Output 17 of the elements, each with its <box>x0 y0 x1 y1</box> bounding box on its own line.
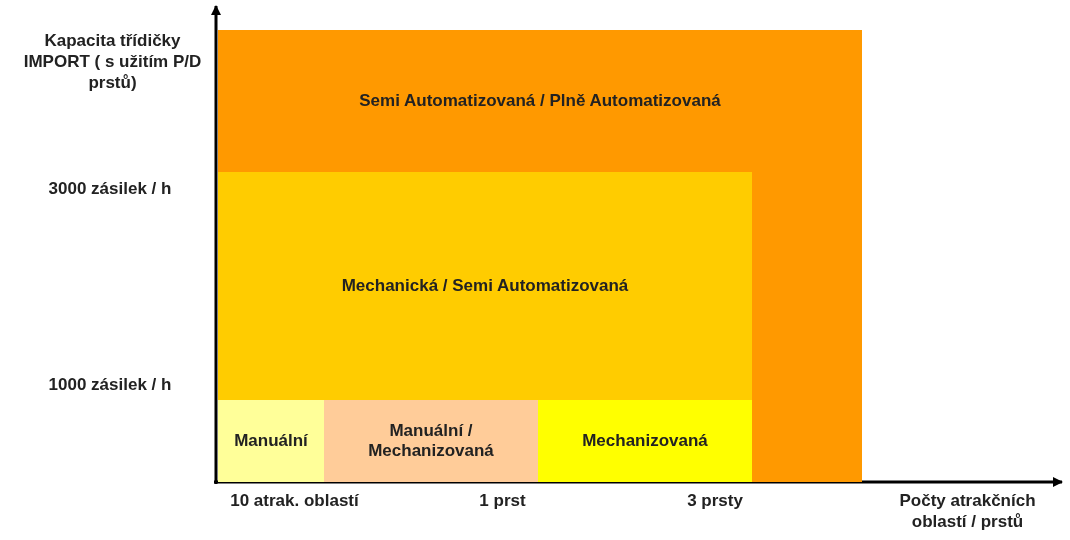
axis-title: Počty atrakčních oblastí / prstů <box>899 491 1036 531</box>
region-label: Mechanizovaná <box>581 431 709 451</box>
region-band <box>218 400 324 482</box>
axis-title: Kapacita třídičky IMPORT ( s užitím P/D prstů) <box>23 31 202 92</box>
tick-label: 10 atrak. oblastí <box>230 491 359 510</box>
region-band <box>218 30 862 482</box>
region-label: Manuální / Mechanizovaná <box>367 421 495 461</box>
tick-label: 1 prst <box>479 491 526 510</box>
region-band <box>324 400 538 482</box>
region-band <box>218 172 752 400</box>
tick-label: 3 prsty <box>687 491 743 510</box>
region-label: Mechanická / Semi Automatizovaná <box>340 276 630 296</box>
tick-label: 3000 zásilek / h <box>48 179 172 198</box>
region-label: Semi Automatizovaná / Plně Automatizovaná <box>358 91 722 111</box>
region-label: Manuální <box>233 431 309 451</box>
region-band <box>538 400 752 482</box>
tick-label: 1000 zásilek / h <box>48 375 172 394</box>
